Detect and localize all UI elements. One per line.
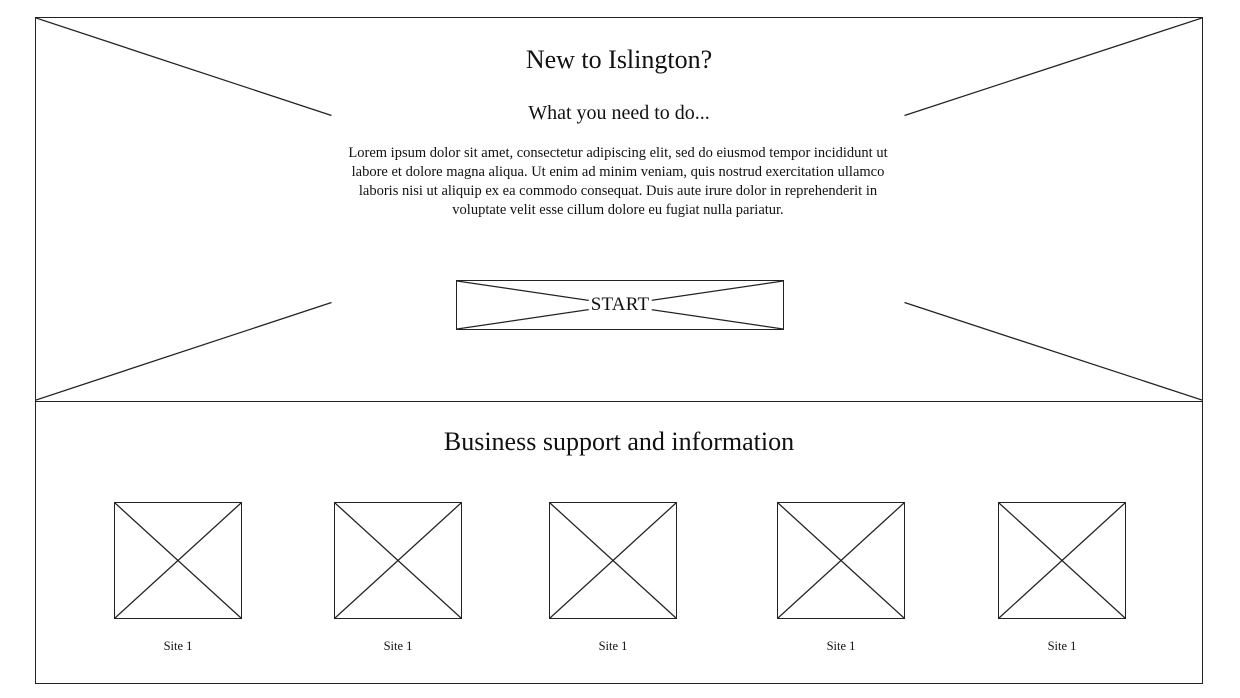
site-card-1[interactable]: Site 1 — [114, 502, 244, 656]
site-card-5[interactable]: Site 1 — [998, 502, 1128, 656]
site-card-4[interactable]: Site 1 — [777, 502, 907, 656]
site-label[interactable]: Site 1 — [163, 639, 193, 653]
business-title: Business support and information — [443, 427, 795, 456]
site-image-placeholder — [998, 502, 1126, 619]
start-button[interactable]: START — [456, 280, 784, 330]
site-image-cross — [778, 503, 904, 618]
site-image-cross — [115, 503, 241, 618]
hero-subtitle: What you need to do... — [528, 102, 710, 124]
site-image-placeholder — [334, 502, 462, 619]
hero-section: New to Islington? What you need to do...… — [35, 17, 1203, 403]
site-image-placeholder — [549, 502, 677, 619]
hero-body-text: Lorem ipsum dolor sit amet, consectetur … — [332, 144, 904, 220]
site-image-cross — [335, 503, 461, 618]
site-image-cross — [550, 503, 676, 618]
site-label[interactable]: Site 1 — [1047, 639, 1077, 653]
site-label[interactable]: Site 1 — [826, 639, 856, 653]
business-section: Business support and information Site 1 … — [35, 401, 1203, 684]
site-card-3[interactable]: Site 1 — [549, 502, 679, 656]
site-card-2[interactable]: Site 1 — [334, 502, 464, 656]
site-image-placeholder — [777, 502, 905, 619]
hero-title: New to Islington? — [525, 45, 713, 74]
site-label[interactable]: Site 1 — [383, 639, 413, 653]
site-image-cross — [999, 503, 1125, 618]
start-button-label: START — [588, 294, 652, 316]
site-label[interactable]: Site 1 — [598, 639, 628, 653]
site-image-placeholder — [114, 502, 242, 619]
